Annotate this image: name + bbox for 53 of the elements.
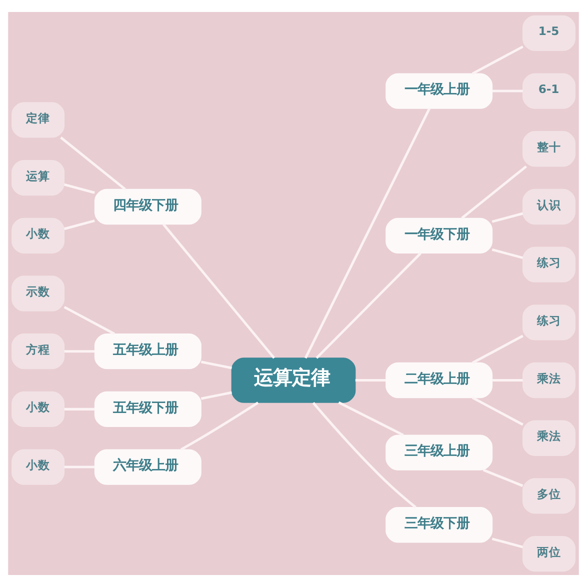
node-box: 六年级上册	[94, 449, 202, 485]
connector	[472, 334, 524, 364]
node-box: 示数	[12, 276, 65, 312]
connector	[180, 402, 259, 451]
connector	[338, 401, 404, 436]
node-box: 整十	[522, 131, 576, 167]
connector	[316, 252, 422, 359]
node-box: 五年级上册	[94, 334, 202, 370]
node-box: 二年级上册	[386, 362, 493, 398]
node-box: 方程	[12, 334, 65, 370]
node-box: 小数	[12, 391, 65, 428]
connector	[64, 220, 95, 230]
connector	[492, 90, 523, 92]
connector	[472, 46, 524, 75]
node-box: 两位	[522, 536, 576, 572]
connector	[64, 466, 95, 468]
node-box: 一年级上册	[386, 73, 493, 109]
connector	[472, 396, 524, 426]
connector	[492, 248, 524, 260]
node-box: 一年级下册	[386, 218, 493, 254]
connector	[162, 224, 276, 359]
node-box: 练习	[522, 246, 576, 282]
connector	[461, 165, 527, 220]
connector	[492, 538, 524, 548]
connector	[60, 136, 126, 190]
connector	[64, 306, 116, 336]
node-box: 四年级下册	[94, 188, 202, 225]
node-box: 乘法	[522, 420, 576, 456]
node-box: 练习	[522, 304, 576, 340]
connector	[200, 391, 232, 400]
connector	[64, 350, 95, 353]
node-box: 多位	[522, 478, 576, 514]
connector	[492, 379, 523, 382]
connector	[312, 402, 417, 508]
node-box: 小数	[12, 449, 65, 485]
node-box: 五年级下册	[94, 391, 202, 428]
node-box: 定律	[12, 102, 65, 138]
node-box: 1-5	[522, 15, 576, 52]
connector	[64, 408, 95, 410]
connector	[492, 212, 524, 223]
connector	[200, 360, 232, 370]
connector	[304, 108, 431, 359]
connector	[64, 183, 95, 194]
node-box: 三年级下册	[386, 507, 493, 543]
node-box: 三年级上册	[386, 434, 493, 470]
node-box: 6-1	[522, 73, 576, 109]
node-box: 乘法	[522, 362, 576, 398]
node-box: 认识	[522, 188, 576, 225]
node-box: 运算定律	[231, 358, 356, 403]
node-box: 小数	[12, 218, 65, 254]
connector	[482, 468, 524, 487]
node-box: 运算	[12, 160, 65, 196]
connector	[355, 379, 386, 382]
